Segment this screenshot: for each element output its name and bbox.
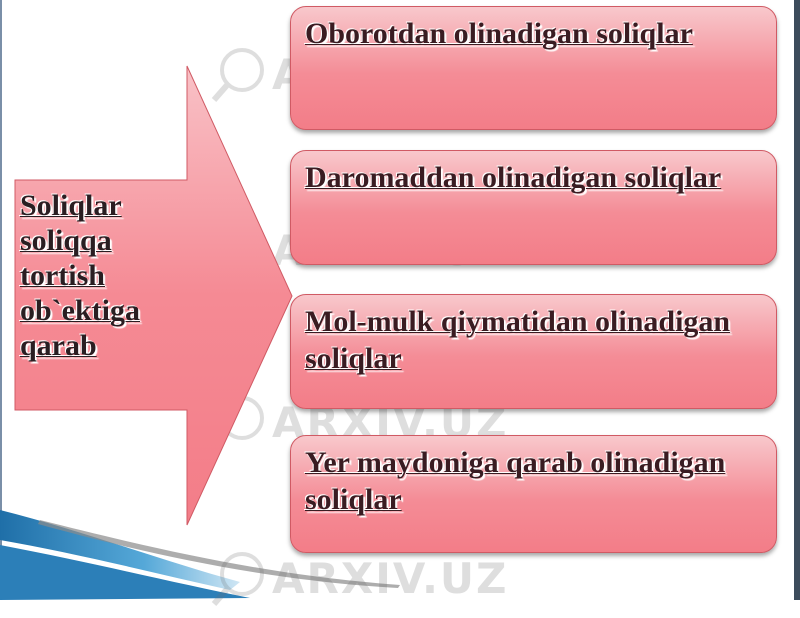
watermark-magnifier-icon [211,48,264,102]
category-arrow [14,65,293,526]
watermark-logo: ARXIV.UZ [210,548,506,618]
category-label: Yer maydoniga qarab olinadigan soliqlar [305,446,726,516]
slide-left-border [0,0,2,600]
decorative-swoosh [0,510,400,600]
category-label: Daromaddan olinadigan soliqlar [305,161,722,194]
category-label: Mol-mulk qiymatidan olinadigan soliqlar [305,305,731,375]
category-box-turnover: Oborotdan olinadigan soliqlar [290,6,777,130]
category-box-land: Yer maydoniga qarab olinadigan soliqlar [290,435,777,553]
arrow-label: Soliqlar soliqqa tortish ob`ektiga qarab [20,189,140,362]
watermark-text: ARXIV.UZ [272,554,509,603]
category-box-property: Mol-mulk qiymatidan olinadigan soliqlar [290,294,777,409]
slide-right-border [794,0,800,600]
category-box-income: Daromaddan olinadigan soliqlar [290,150,777,265]
category-label: Oborotdan olinadigan soliqlar [305,17,693,50]
